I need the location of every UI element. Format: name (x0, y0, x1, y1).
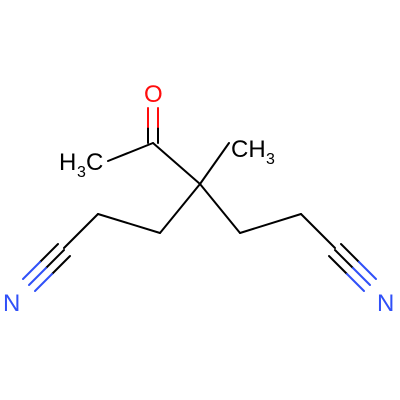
methyl-left-c: C (86, 149, 103, 176)
bond-left-ch2-to-nitrile-c (63, 213, 99, 249)
bond-carbonyl-to-methyl-left (107, 142, 154, 162)
bond-right-nitrile-blue-1 (358, 261, 377, 280)
bond-quaternary-to-left-ch2 (159, 183, 201, 234)
bond-quaternary-to-right-ch2 (199, 183, 241, 234)
bond-left-nitrile-blue-3 (34, 273, 53, 292)
bond-right-ch2-to-nitrile-c (300, 213, 336, 249)
bond-right-nitrile-blue-2 (352, 267, 371, 286)
bond-left-nitrile-1 (39, 243, 59, 263)
bond-right-nitrile-1 (340, 243, 360, 263)
methyl-left-subscript: 3 (77, 164, 86, 181)
bond-quaternary-to-methyl-right (199, 142, 230, 185)
methyl-right-ch: CH (231, 136, 266, 163)
bond-carbonyl-to-quaternary (152, 142, 201, 185)
bond-left-nitrile-2 (45, 249, 65, 269)
bond-right-nitrile-3 (328, 255, 348, 275)
nitrogen-right-label: N (377, 290, 394, 317)
bond-left-nitrile-3 (51, 255, 71, 275)
bond-left-nitrile-blue-1 (22, 261, 41, 280)
bond-left-ch2-to-ch2 (97, 213, 161, 234)
bond-right-nitrile-blue-3 (346, 273, 365, 292)
bond-left-nitrile-blue-2 (28, 267, 47, 286)
bond-right-nitrile-2 (334, 249, 354, 269)
methyl-left-h: H (59, 149, 76, 176)
nitrogen-left-label: N (3, 290, 20, 317)
oxygen-atom-label: O (144, 81, 163, 108)
bond-right-ch2-to-ch2 (239, 213, 302, 234)
methyl-right-subscript: 3 (266, 151, 275, 168)
